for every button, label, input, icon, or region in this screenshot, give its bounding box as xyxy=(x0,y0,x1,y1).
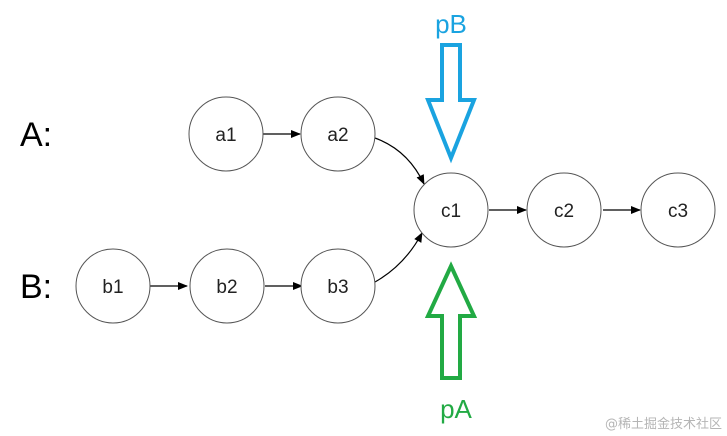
node-c3: c3 xyxy=(640,172,716,248)
node-c1: c1 xyxy=(413,172,489,248)
watermark: @稀土掘金技术社区 xyxy=(605,416,722,432)
node-label-a2: a2 xyxy=(327,125,348,146)
node-label-c3: c3 xyxy=(668,201,688,222)
node-b3: b3 xyxy=(300,248,376,324)
node-a2: a2 xyxy=(300,96,376,172)
node-label-c1: c1 xyxy=(441,201,461,222)
pointer-label-pa: pA xyxy=(440,394,472,424)
node-label-c2: c2 xyxy=(554,201,574,222)
node-label-b3: b3 xyxy=(327,277,348,298)
pointer-arrow-pa-icon xyxy=(424,261,478,380)
node-label-b2: b2 xyxy=(216,277,237,298)
pointer-arrow-pb-icon xyxy=(425,43,477,164)
node-a1: a1 xyxy=(188,96,264,172)
node-label-a1: a1 xyxy=(215,125,236,146)
node-b2: b2 xyxy=(189,248,265,324)
row-label-b: B: xyxy=(20,268,52,306)
pointer-label-pb: pB xyxy=(435,9,467,39)
node-b1: b1 xyxy=(75,248,151,324)
edges xyxy=(150,130,641,290)
edge-a2-c1 xyxy=(374,137,425,185)
edge-b3-c1 xyxy=(374,232,423,283)
node-c2: c2 xyxy=(526,172,602,248)
row-label-a: A: xyxy=(20,116,52,154)
node-label-b1: b1 xyxy=(102,277,123,298)
